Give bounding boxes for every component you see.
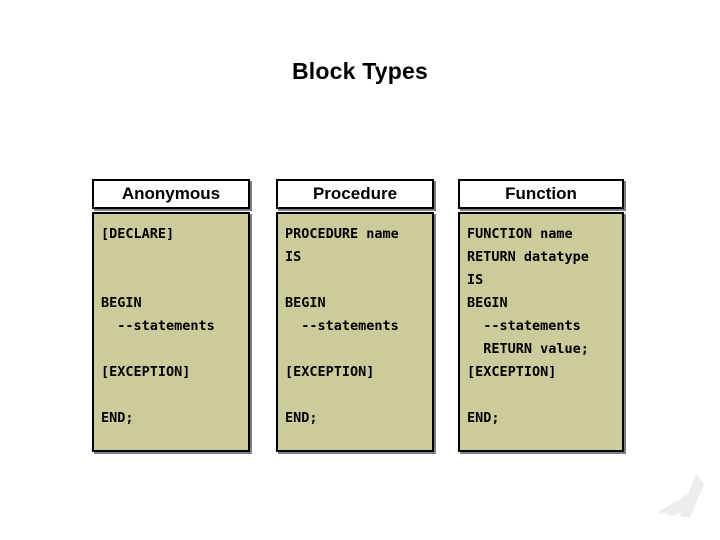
- code-line: [EXCEPTION]: [285, 364, 375, 380]
- code-line: [467, 384, 622, 407]
- block-code-procedure: PROCEDURE name IS BEGIN --statements [EX…: [276, 212, 434, 452]
- code-line: RETURN datatype: [467, 249, 589, 265]
- code-line: [101, 338, 248, 361]
- block-column-procedure: Procedure PROCEDURE name IS BEGIN --stat…: [276, 179, 434, 452]
- code-line: BEGIN: [101, 295, 142, 311]
- code-line: [285, 384, 432, 407]
- code-line: [285, 338, 432, 361]
- block-code-anonymous: [DECLARE] BEGIN --statements [EXCEPTION]…: [92, 212, 250, 452]
- code-line: [101, 269, 248, 292]
- page-title: Block Types: [292, 58, 428, 84]
- code-line: [DECLARE]: [101, 226, 175, 242]
- code-line: [EXCEPTION]: [101, 364, 191, 380]
- code-line: BEGIN: [467, 295, 508, 311]
- block-column-anonymous: Anonymous [DECLARE] BEGIN --statements […: [92, 179, 250, 452]
- block-types-columns: Anonymous [DECLARE] BEGIN --statements […: [92, 179, 624, 454]
- code-line: [101, 246, 248, 269]
- block-column-header-procedure: Procedure: [276, 179, 434, 209]
- block-code-function: FUNCTION name RETURN datatype IS BEGIN -…: [458, 212, 624, 452]
- code-line: END;: [101, 410, 134, 426]
- code-line: END;: [467, 410, 500, 426]
- code-line: [101, 384, 248, 407]
- code-line: IS: [467, 272, 484, 288]
- code-line: FUNCTION name: [467, 226, 573, 242]
- code-line: --statements: [467, 318, 581, 334]
- code-line: PROCEDURE name: [285, 226, 399, 242]
- code-line: END;: [285, 410, 318, 426]
- code-line: IS: [285, 249, 302, 265]
- code-line: BEGIN: [285, 295, 326, 311]
- block-column-header-anonymous: Anonymous: [92, 179, 250, 209]
- code-line: --statements: [101, 318, 215, 334]
- block-column-function: Function FUNCTION name RETURN datatype I…: [458, 179, 624, 452]
- code-line: [285, 269, 432, 292]
- code-line: [EXCEPTION]: [467, 364, 557, 380]
- corner-swoosh-icon: [658, 474, 704, 518]
- code-line: RETURN value;: [467, 341, 589, 357]
- block-column-header-function: Function: [458, 179, 624, 209]
- code-line: --statements: [285, 318, 399, 334]
